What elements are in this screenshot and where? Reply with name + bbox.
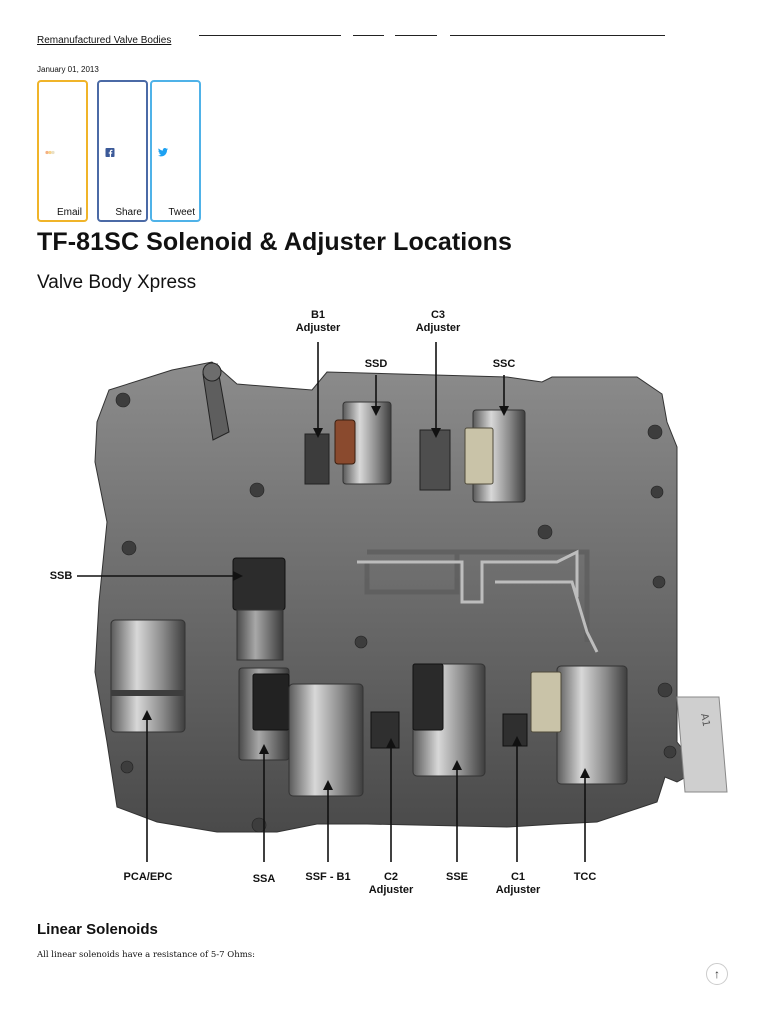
post-title: TF-81SC Solenoid & Adjuster Locations (37, 228, 513, 256)
post-date: January 01, 2013 (37, 65, 99, 74)
nav-link-5[interactable] (450, 35, 665, 36)
facebook-share-label: Share (115, 207, 142, 218)
label-c3-line2: Adjuster (415, 322, 461, 334)
facebook-share-button[interactable]: Share (97, 80, 148, 222)
label-c2-adjuster: C2 Adjuster (356, 871, 426, 897)
label-c1-adjuster: C1 Adjuster (483, 871, 553, 897)
nav-link-4[interactable] (395, 35, 437, 36)
label-c3-adjuster: C3 Adjuster (403, 309, 473, 335)
label-b1-line2: Adjuster (295, 322, 341, 334)
twitter-share-label: Tweet (168, 207, 195, 218)
back-to-top-button[interactable]: ↑ (706, 963, 728, 985)
label-ssf-b1: SSF - B1 (305, 871, 351, 883)
plate-mark-a1: A1 (698, 713, 711, 728)
label-ssb: SSB (49, 570, 73, 582)
facebook-icon (105, 148, 115, 157)
post-subtitle: Valve Body Xpress (37, 272, 197, 293)
label-tcc: TCC (573, 871, 597, 883)
section-note: All linear solenoids have a resistance o… (37, 950, 256, 960)
nav-link-remanufactured-valve-bodies[interactable]: Remanufactured Valve Bodies (37, 35, 172, 46)
label-c2-line2: Adjuster (368, 884, 414, 896)
label-ssd: SSD (364, 358, 388, 370)
section-heading: Linear Solenoids (37, 921, 158, 938)
label-c1-line1: C1 (510, 871, 526, 883)
label-b1-line1: B1 (310, 309, 326, 321)
twitter-icon (158, 148, 168, 157)
label-b1-adjuster: B1 Adjuster (283, 309, 353, 335)
email-share-label: Email (56, 207, 82, 218)
label-pca-epc: PCA/EPC (123, 871, 173, 883)
label-ssa: SSA (252, 873, 276, 885)
top-navigation: Remanufactured Valve Bodies (37, 30, 667, 50)
valve-body-diagram: A1 (37, 302, 731, 902)
label-c3-line1: C3 (430, 309, 446, 321)
label-sse: SSE (445, 871, 468, 883)
nav-link-2[interactable] (199, 35, 341, 36)
email-icon (45, 150, 55, 155)
label-ssc: SSC (492, 358, 516, 370)
valve-body-photo: A1 (77, 342, 728, 862)
email-share-button[interactable]: Email (37, 80, 88, 222)
twitter-share-button[interactable]: Tweet (150, 80, 201, 222)
nav-link-3[interactable] (353, 35, 384, 36)
label-c2-line1: C2 (383, 871, 399, 883)
label-c1-line2: Adjuster (495, 884, 541, 896)
